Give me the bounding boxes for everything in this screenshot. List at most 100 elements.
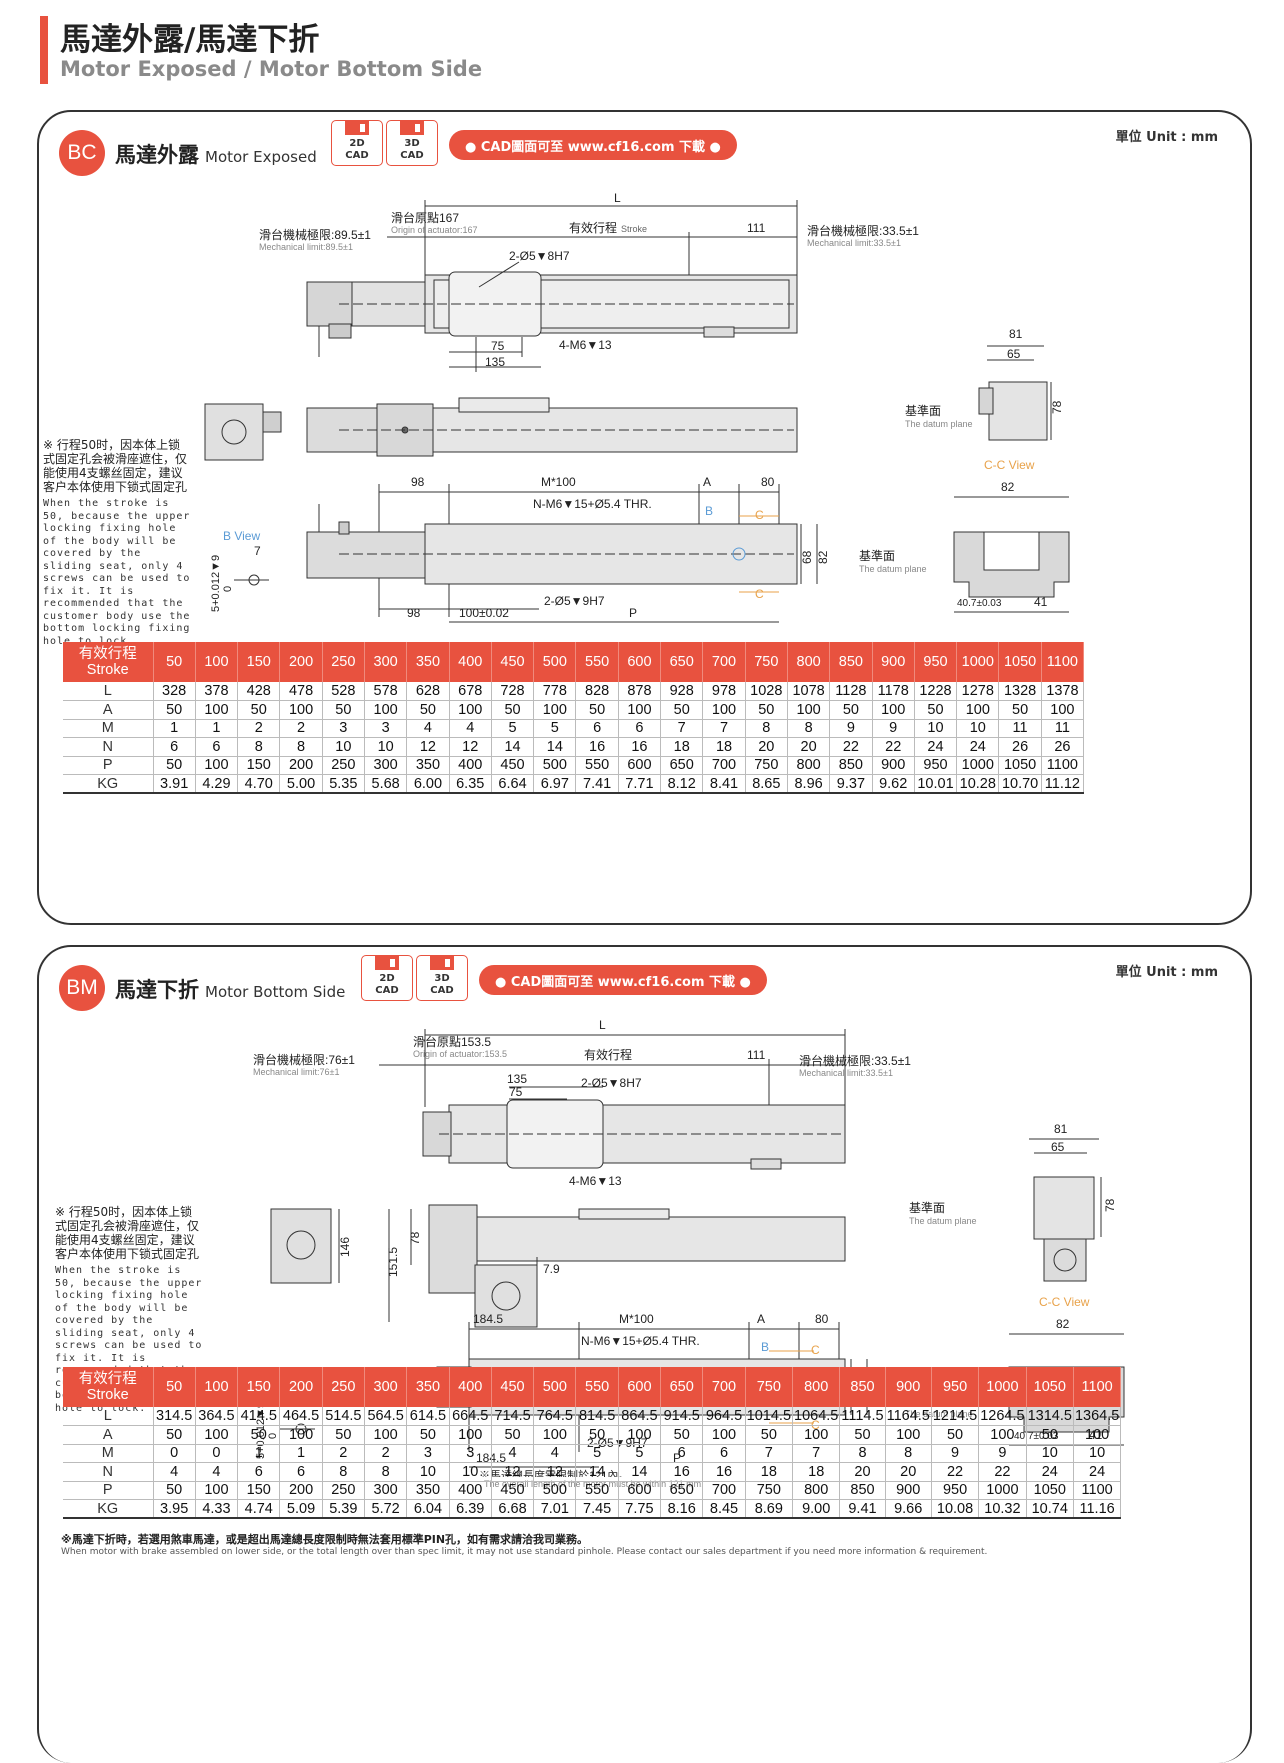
table-cell: 10 (364, 737, 408, 757)
stroke-header-en: Stroke (86, 662, 129, 678)
table-cell: 5.09 (279, 1499, 323, 1519)
table-cell: 100 (702, 1425, 746, 1445)
table-cell: 700 (702, 1481, 746, 1500)
table-cell: 6 (660, 1444, 704, 1463)
cad-3d-label-bottom: CAD (400, 150, 424, 161)
table-cell: 9.00 (792, 1499, 841, 1519)
table-cell: 50 (153, 1425, 196, 1445)
stroke-col-header: 450 (491, 1367, 535, 1407)
cad-download-link[interactable]: ● CAD圖面可至 www.cf16.com 下載 ● (479, 965, 767, 995)
table-cell: 22 (978, 1462, 1027, 1482)
header-accent-bar (40, 16, 48, 84)
table-cell: 50 (406, 1425, 450, 1445)
table-cell: 150 (237, 1481, 281, 1500)
table-cell: 12 (449, 737, 492, 757)
table-cell: 16 (618, 737, 662, 757)
table-cell: 628 (406, 682, 450, 701)
table-cell: 3.91 (153, 774, 196, 794)
datum-label: 基準面 (905, 403, 941, 418)
table-cell: 1314.5 (1026, 1407, 1074, 1426)
stroke-col-header: 900 (872, 642, 915, 682)
table-cell: 100 (618, 700, 662, 720)
stroke-col-header: 750 (745, 1367, 794, 1407)
stroke-col-header: 200 (279, 1367, 323, 1407)
table-cell: 11.16 (1073, 1499, 1122, 1519)
cad-download-link[interactable]: ● CAD圖面可至 www.cf16.com 下載 ● (449, 130, 737, 160)
table-cell: 650 (660, 756, 704, 775)
stroke-col-header: 650 (660, 1367, 704, 1407)
table-cell: 100 (279, 700, 323, 720)
table-cell: 578 (364, 682, 408, 701)
table-cell: 24 (914, 737, 958, 757)
table-cell: 300 (364, 1481, 408, 1500)
table-cell: 10.01 (914, 774, 958, 794)
table-cell: 4 (153, 1462, 196, 1482)
hole-2-label: 2-Ø5▼8H7 (581, 1076, 642, 1090)
table-cell: 978 (702, 682, 746, 701)
datum-label-2: 基準面 (859, 548, 895, 563)
table-cell: 814.5 (575, 1407, 619, 1426)
table-cell: 8.16 (660, 1499, 704, 1519)
table-cell: 8 (745, 719, 788, 738)
mech-limit-left: 滑台機械極限:89.5±1 (259, 227, 371, 242)
table-cell: 1128 (829, 682, 873, 701)
table-cell: 8.45 (702, 1499, 746, 1519)
table-cell: 900 (872, 756, 915, 775)
table-cell: 10.08 (931, 1499, 980, 1519)
mech-limit-right-en: Mechanical limit:33.5±1 (807, 238, 901, 248)
table-cell: 3 (364, 719, 408, 738)
dim-135: 135 (485, 355, 505, 369)
table-cell: 20 (839, 1462, 886, 1482)
table-cell: 4 (533, 1444, 577, 1463)
table-cell: 10.28 (956, 774, 1000, 794)
cad-2d-label-top: 2D (349, 138, 365, 149)
datum-label-en: The datum plane (905, 419, 973, 429)
table-cell: 6 (702, 1444, 746, 1463)
table-cell: 3.95 (153, 1499, 196, 1519)
table-cell: 400 (449, 756, 492, 775)
table-cell: 564.5 (364, 1407, 408, 1426)
footnote-zh: ※馬達下折時，若選用煞車馬達，或是超出馬達總長度限制時無法套用標準PIN孔，如有… (61, 1533, 589, 1546)
table-cell: 6.00 (406, 774, 450, 794)
table-cell: 50 (153, 1481, 196, 1500)
mech-limit-left: 滑台機械極限:76±1 (253, 1052, 355, 1067)
origin-label-en: Origin of actuator:153.5 (413, 1049, 507, 1059)
table-cell: 24 (1026, 1462, 1074, 1482)
stroke-col-header: 350 (406, 642, 450, 682)
row-label: A (63, 700, 154, 720)
table-cell: 478 (279, 682, 323, 701)
table-cell: 18 (792, 1462, 841, 1482)
table-cell: 10 (449, 1462, 492, 1482)
stroke-col-header: 150 (237, 642, 281, 682)
dim-P: P (629, 606, 637, 620)
dim-111: 111 (747, 1048, 766, 1062)
table-cell: 50 (322, 700, 365, 720)
table-cell: 200 (279, 1481, 323, 1500)
note-zh: ※ 行程50时，因本体上锁式固定孔会被滑座遮住，仅能使用4支螺丝固定，建议客户本… (43, 438, 188, 494)
table-cell: 5 (575, 1444, 619, 1463)
table-cell: 750 (745, 1481, 794, 1500)
table-cell: 50 (914, 700, 958, 720)
stroke-col-header: 250 (322, 1367, 365, 1407)
table-cell: 11 (1041, 719, 1085, 738)
table-cell: 7 (745, 1444, 794, 1463)
dim-41: 41 (1034, 595, 1048, 609)
table-cell: 6 (575, 719, 619, 738)
table-cell: 4.29 (195, 774, 239, 794)
table-cell: 10.32 (978, 1499, 1027, 1519)
table-cell: 18 (702, 737, 746, 757)
dim-68: 68 (800, 550, 814, 564)
row-label: KG (63, 774, 154, 794)
table-cell: 7 (792, 1444, 841, 1463)
datum-label-2-en: The datum plane (859, 564, 927, 574)
table-cell: 100 (279, 1425, 323, 1445)
hole-9-label: 2-Ø5▼9H7 (544, 594, 605, 608)
stroke-header-en: Stroke (86, 1387, 129, 1403)
table-cell: 6 (237, 1462, 281, 1482)
table-cell: 4.70 (237, 774, 281, 794)
